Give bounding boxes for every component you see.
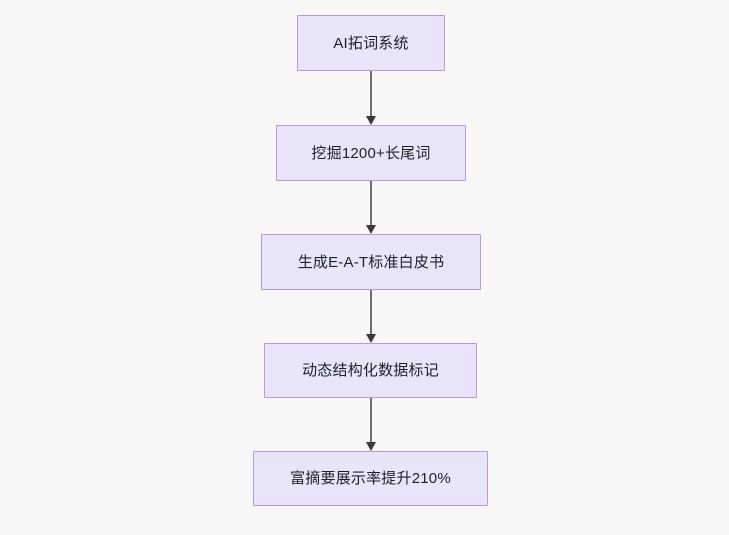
edge-line xyxy=(370,71,372,117)
edge-arrowhead xyxy=(366,442,376,451)
flow-node-rich-snippet-impression-lift[interactable]: 富摘要展示率提升210% xyxy=(253,451,488,506)
flow-node-label: 富摘要展示率提升210% xyxy=(290,470,451,487)
flow-node-dynamic-structured-data-markup[interactable]: 动态结构化数据标记 xyxy=(264,343,477,398)
flow-node-label: 动态结构化数据标记 xyxy=(302,362,439,379)
edge-line xyxy=(370,398,372,443)
flow-node-label: 生成E-A-T标准白皮书 xyxy=(297,253,445,271)
flow-node-generate-eat-whitepaper[interactable]: 生成E-A-T标准白皮书 xyxy=(261,234,481,290)
edge-line xyxy=(370,181,372,226)
flow-edge-4-to-5 xyxy=(361,398,381,451)
flow-node-label: 挖掘1200+长尾词 xyxy=(311,144,431,162)
flow-node-mine-longtail-keywords[interactable]: 挖掘1200+长尾词 xyxy=(276,125,466,181)
edge-arrowhead xyxy=(366,116,376,125)
flow-node-label: AI拓词系统 xyxy=(333,34,409,52)
flow-edge-1-to-2 xyxy=(361,71,381,125)
edge-line xyxy=(370,290,372,335)
flow-edge-2-to-3 xyxy=(361,181,381,234)
edge-arrowhead xyxy=(366,225,376,234)
edge-arrowhead xyxy=(366,334,376,343)
flow-node-ai-keyword-system[interactable]: AI拓词系统 xyxy=(297,15,445,71)
flow-edge-3-to-4 xyxy=(361,290,381,343)
